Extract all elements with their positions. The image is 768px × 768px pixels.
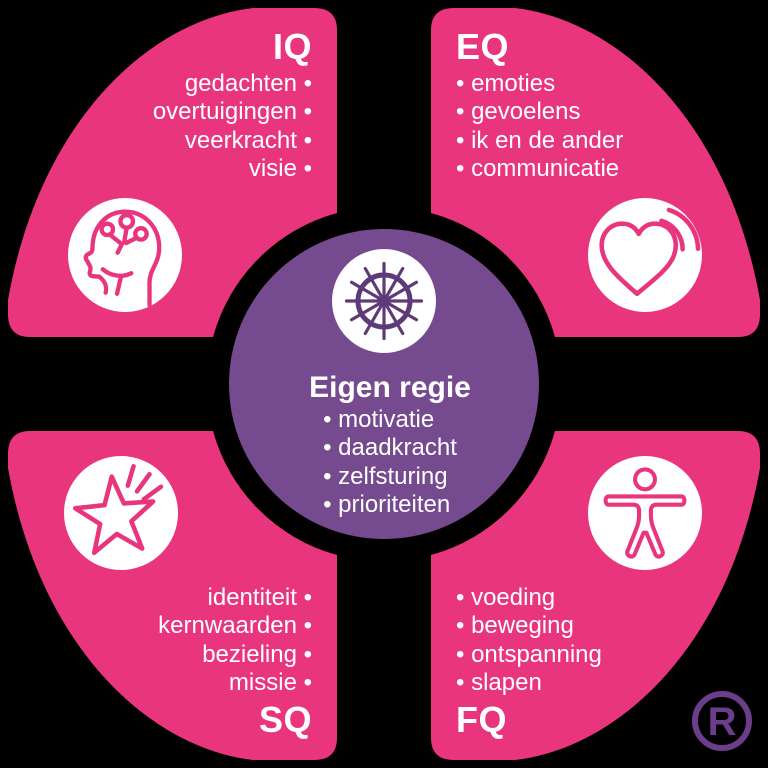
quadrant-sq-title: SQ: [258, 698, 312, 740]
quadrant-fq-title: FQ: [456, 698, 507, 740]
list-item: kernwaarden: [158, 612, 312, 640]
list-item: prioriteiten: [323, 491, 457, 519]
head-brain-icon: [83, 209, 162, 308]
list-item: ontspanning: [456, 641, 602, 669]
fq-icon-circle: [588, 456, 702, 570]
center-list: motivatie daadkracht zelfsturing priorit…: [323, 406, 457, 520]
list-item: zelfsturing: [323, 463, 457, 491]
quadrant-eq-title: EQ: [456, 26, 510, 67]
list-item: missie: [158, 669, 312, 697]
center-circle: [229, 229, 539, 539]
quadrant-iq-title: IQ: [272, 26, 312, 67]
quadrant-iq-list: gedachten overtuigingen veerkracht visie: [153, 70, 312, 184]
quadrant-eq-list: emoties gevoelens ik en de ander communi…: [456, 70, 623, 184]
list-item: ik en de ander: [456, 127, 623, 155]
quadrant-fq-list: voeding beweging ontspanning slapen: [456, 584, 602, 698]
registered-mark-letter: R: [708, 700, 737, 744]
human-figure-icon: [603, 467, 687, 559]
center-title: Eigen regie: [309, 371, 471, 404]
center-text: Eigen regie motivatie daadkracht zelfstu…: [240, 371, 540, 520]
list-item: voeding: [456, 584, 602, 612]
heart-waves-icon: [599, 207, 701, 297]
list-item: slapen: [456, 669, 602, 697]
quadrant-iq-text: IQ gedachten overtuigingen veerkracht vi…: [153, 27, 312, 184]
quadrant-sq-list: identiteit kernwaarden bezieling missie: [158, 584, 312, 698]
quadrant-sq-text: identiteit kernwaarden bezieling missie …: [158, 584, 312, 740]
sq-icon-circle: [64, 456, 178, 570]
quadrant-fq-text: voeding beweging ontspanning slapen FQ: [456, 584, 602, 740]
list-item: identiteit: [158, 584, 312, 612]
registered-mark: R: [692, 691, 752, 751]
list-item: gedachten: [153, 70, 312, 98]
list-item: gevoelens: [456, 98, 623, 126]
list-item: emoties: [456, 70, 623, 98]
list-item: motivatie: [323, 406, 457, 434]
list-item: bezieling: [158, 641, 312, 669]
star-spark-icon: [73, 463, 164, 556]
list-item: communicatie: [456, 155, 623, 183]
helm-icon: [344, 261, 424, 341]
list-item: daadkracht: [323, 434, 457, 462]
list-item: visie: [153, 155, 312, 183]
registered-mark-ring: [692, 691, 752, 751]
list-item: overtuigingen: [153, 98, 312, 126]
quadrant-eq-text: EQ emoties gevoelens ik en de ander comm…: [456, 27, 623, 184]
list-item: beweging: [456, 612, 602, 640]
list-item: veerkracht: [153, 127, 312, 155]
